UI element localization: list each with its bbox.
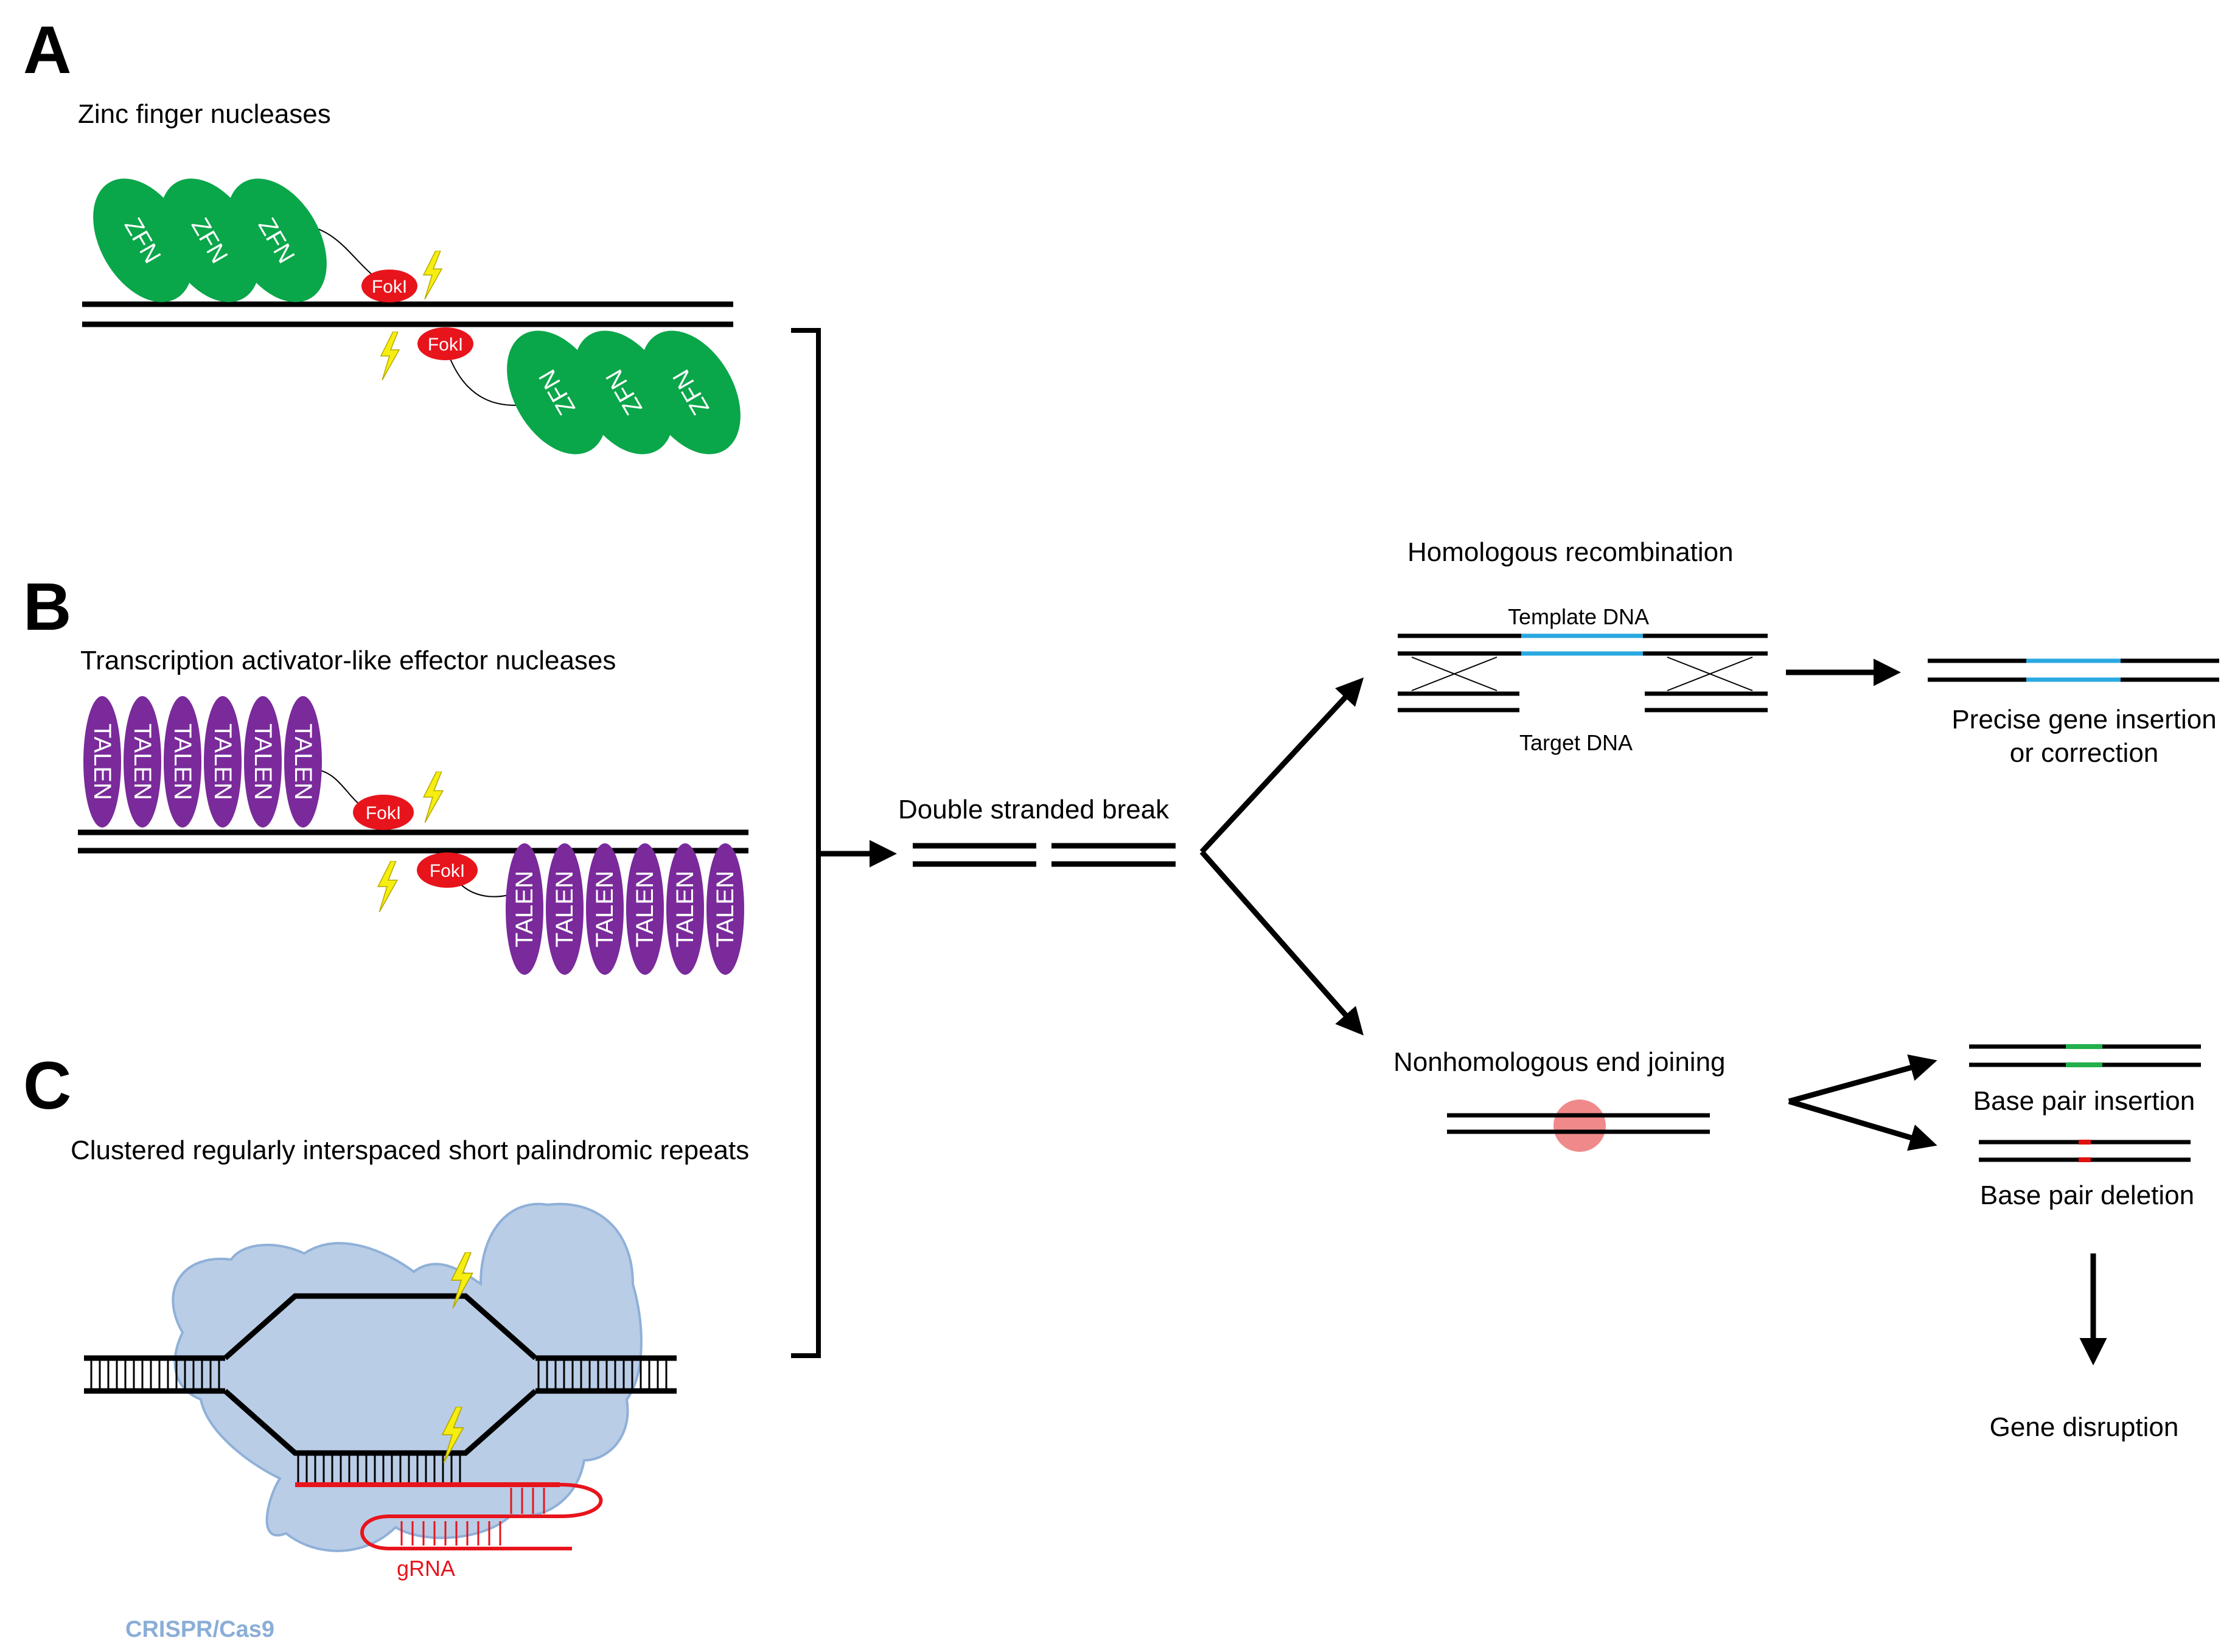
gene-disruption-label: Gene disruption (1990, 1412, 2179, 1442)
talen-bottom-group: TALEN TALEN TALEN TALEN TALEN TALEN (450, 843, 744, 975)
cas9-protein-surface (172, 1202, 643, 1552)
panel-letter-b: B (23, 570, 71, 644)
talen-unit: TALEN (83, 696, 121, 828)
lightning-bolt-icon (423, 251, 442, 299)
lightning-bolt-icon (377, 861, 398, 912)
talen-label: TALEN (591, 871, 618, 947)
hr-outcome-line1: Precise gene insertion (1951, 705, 2216, 734)
arrow-to-deletion (1788, 1098, 1937, 1151)
talen-label: TALEN (551, 871, 578, 947)
panel-b: B Transcription activator-like effector … (23, 570, 748, 975)
target-dna-label: Target DNA (1519, 730, 1633, 755)
talen-label: TALEN (249, 723, 276, 800)
foki-bottom-icon (417, 327, 473, 360)
cas9-protein-label: CRISPR/Cas9 (125, 1617, 274, 1642)
arrow-to-hr (1199, 677, 1364, 854)
deletion-label: Base pair deletion (1980, 1180, 2194, 1210)
panel-letter-c: C (23, 1048, 71, 1123)
hr-outcome-line2: or correction (2010, 738, 2159, 768)
talen-unit: TALEN (204, 696, 242, 828)
panel-c: C Clustered regularly interspaced short … (23, 1048, 749, 1642)
panel-letter-a: A (23, 13, 71, 88)
dna-unwound-top (223, 1293, 537, 1361)
convergence-bracket (791, 328, 897, 1358)
deletion-dna (1979, 1140, 2191, 1162)
foki-top-icon (353, 795, 414, 830)
insertion-label: Base pair insertion (1973, 1086, 2195, 1116)
talen-unit: TALEN (706, 843, 744, 975)
talen-unit: TALEN (626, 843, 664, 975)
dna-ladder-target (295, 1450, 465, 1485)
foki-top-label: FokI (366, 803, 401, 823)
talen-unit: TALEN (124, 696, 161, 828)
talen-label: TALEN (632, 871, 658, 947)
dna-ladder-left (84, 1355, 225, 1394)
nhej-title: Nonhomologous end joining (1393, 1047, 1726, 1077)
talen-unit: TALEN (506, 843, 543, 975)
arrow-to-nhej (1199, 850, 1364, 1036)
talen-unit: TALEN (666, 843, 704, 975)
talen-label: TALEN (672, 871, 699, 947)
insertion-dna (1969, 1044, 2201, 1067)
crossover-left (1411, 657, 1498, 691)
arrow-to-insertion (1788, 1054, 1937, 1104)
panel-a-title: Zinc finger nucleases (78, 99, 331, 129)
panel-c-title: Clustered regularly interspaced short pa… (71, 1135, 749, 1165)
lightning-bolt-icon (423, 772, 444, 823)
zfn-top-group: ZFN ZFN ZFN FokI (93, 178, 442, 302)
dsb-label: Double stranded break (898, 795, 1170, 824)
panel-b-title: Transcription activator-like effector nu… (80, 646, 616, 675)
hr-outcome-dna (1928, 658, 2219, 682)
branch-arrows (1199, 677, 1364, 1036)
talen-unit: TALEN (546, 843, 584, 975)
talen-top-group: TALEN TALEN TALEN TALEN TALEN TALEN (83, 696, 369, 828)
zfn-unit-top-3: ZFN (227, 178, 327, 302)
talen-unit: TALEN (586, 843, 624, 975)
hr-section: Homologous recombination Template DNA Ta… (1398, 537, 2219, 768)
template-dna-label: Template DNA (1508, 604, 1649, 629)
talen-label: TALEN (290, 723, 316, 800)
talen-label: TALEN (169, 723, 196, 800)
zfn-unit-bottom-3: ZFN (641, 330, 741, 455)
talen-label: TALEN (712, 871, 739, 947)
foki-bottom-label: FokI (430, 861, 465, 881)
talen-unit: TALEN (244, 696, 282, 828)
foki-top-label: FokI (372, 277, 407, 297)
talen-unit: TALEN (164, 696, 201, 828)
nhej-repair-spot (1553, 1100, 1606, 1152)
panel-a: A Zinc finger nucleases ZFN ZFN ZFN FokI (23, 13, 741, 455)
foki-bottom-icon (417, 852, 478, 888)
hr-title: Homologous recombination (1407, 537, 1734, 567)
talen-label: TALEN (511, 871, 538, 947)
dna-ladder-right (535, 1355, 677, 1394)
foki-top-icon (361, 270, 417, 302)
foki-bottom-label: FokI (428, 335, 463, 355)
talen-label: TALEN (129, 723, 156, 800)
crossover-right (1667, 657, 1753, 691)
talen-label: TALEN (209, 723, 236, 800)
grna-structure (295, 1482, 603, 1550)
nhej-section: Nonhomologous end joining Base pair inse… (1393, 1044, 2201, 1442)
dsb-dna-fragments (913, 843, 1176, 867)
grna-label: gRNA (397, 1556, 455, 1581)
zfn-bottom-group: ZFN ZFN ZFN FokI (380, 327, 741, 455)
lightning-bolt-icon (380, 332, 400, 380)
talen-label: TALEN (89, 723, 116, 800)
talen-unit: TALEN (284, 696, 322, 828)
